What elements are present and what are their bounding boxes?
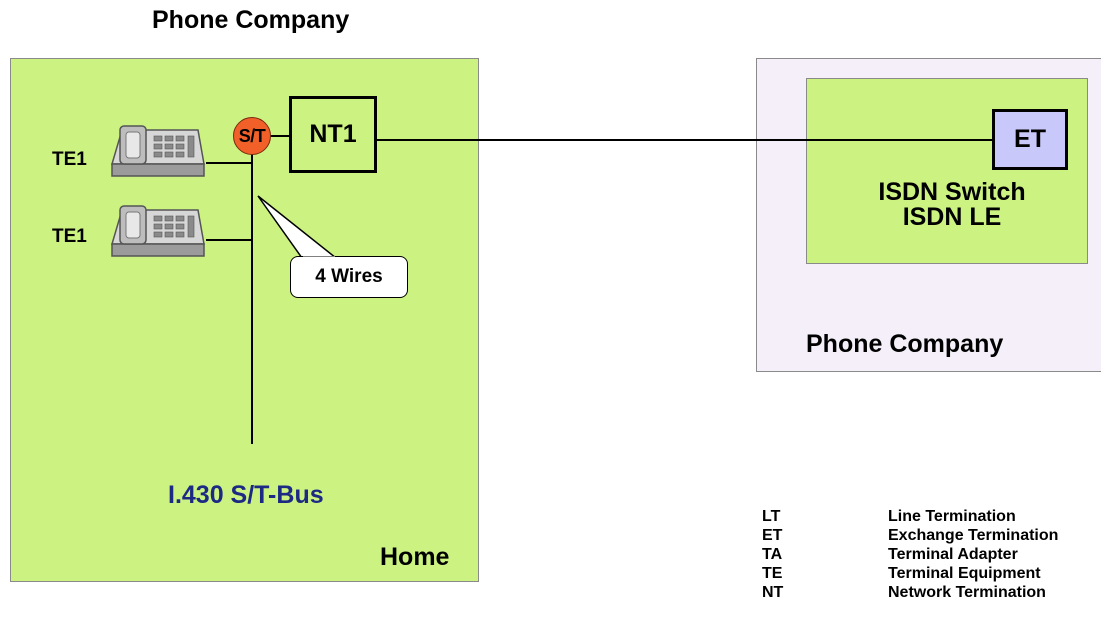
legend-row: TA Terminal Adapter: [762, 545, 1058, 564]
legend-row: LT Line Termination: [762, 507, 1058, 526]
nt1-box: NT1: [289, 96, 377, 173]
legend-meaning: Terminal Adapter: [888, 546, 1018, 563]
legend-abbr: LT: [762, 508, 781, 525]
legend-meaning: Line Termination: [888, 508, 1016, 525]
four-wires-callout: 4 Wires: [290, 256, 408, 298]
bus-label: I.430 S/T-Bus: [168, 481, 324, 509]
telephone-icon: [110, 125, 205, 177]
isdn-switch-line1: ISDN Switch: [878, 178, 1026, 206]
legend-abbr: TE: [762, 565, 783, 582]
home-label: Home: [380, 543, 450, 571]
et-box: ET: [992, 109, 1068, 170]
telephone-icon: [110, 205, 205, 257]
legend-abbr: NT: [762, 584, 784, 601]
legend-meaning: Network Termination: [888, 584, 1046, 601]
legend-meaning: Exchange Termination: [888, 527, 1059, 544]
legend-row: NT Network Termination: [762, 583, 1058, 602]
isdn-switch-line2: ISDN LE: [902, 203, 1002, 231]
legend-abbr: ET: [762, 527, 783, 544]
legend-meaning: Terminal Equipment: [888, 565, 1041, 582]
st-reference-point: S/T: [233, 117, 271, 155]
abbreviation-legend: LT Line Termination ET Exchange Terminat…: [762, 507, 1058, 602]
legend-abbr: TA: [762, 546, 783, 563]
legend-row: TE Terminal Equipment: [762, 564, 1058, 583]
top-phone-company-title: Phone Company: [152, 6, 350, 34]
legend-row: ET Exchange Termination: [762, 526, 1058, 545]
te1-label-bottom: TE1: [52, 226, 87, 247]
phone-company-label: Phone Company: [806, 330, 1004, 358]
te1-label-top: TE1: [52, 149, 87, 170]
isdn-switch-label: ISDN Switch ISDN LE: [862, 180, 1042, 230]
